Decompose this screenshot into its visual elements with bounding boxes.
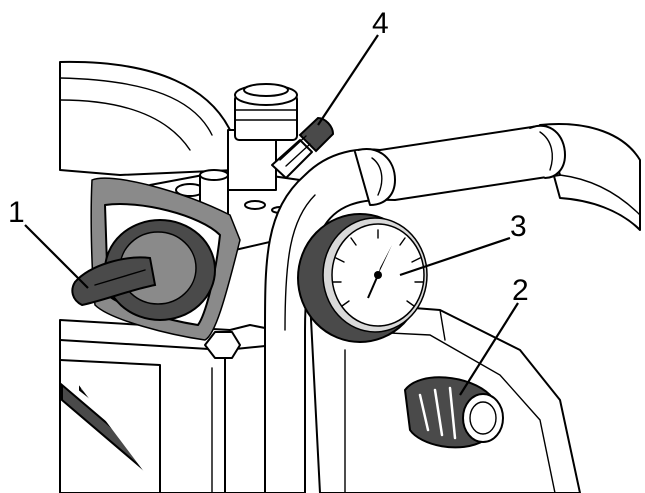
callout-2: 2	[512, 274, 529, 307]
leader-line-4	[317, 34, 379, 126]
pressure-gauge	[297, 213, 428, 343]
callout-numbers: 1 2 3 4	[8, 7, 529, 307]
leader-lines	[24, 34, 519, 396]
callout-1: 1	[8, 196, 25, 229]
leader-line-1	[24, 224, 89, 289]
upper-cover	[59, 60, 236, 176]
housing-body	[59, 319, 276, 493]
callout-4: 4	[372, 7, 389, 40]
leader-line-2	[459, 302, 519, 396]
pressure-regulator-knob	[403, 376, 504, 449]
nut	[204, 331, 241, 359]
leader-line-3	[399, 236, 511, 277]
outlet-fitting	[199, 83, 298, 216]
filler-plug	[271, 116, 335, 179]
callout-3: 3	[510, 210, 527, 243]
switch-assembly	[71, 177, 241, 341]
